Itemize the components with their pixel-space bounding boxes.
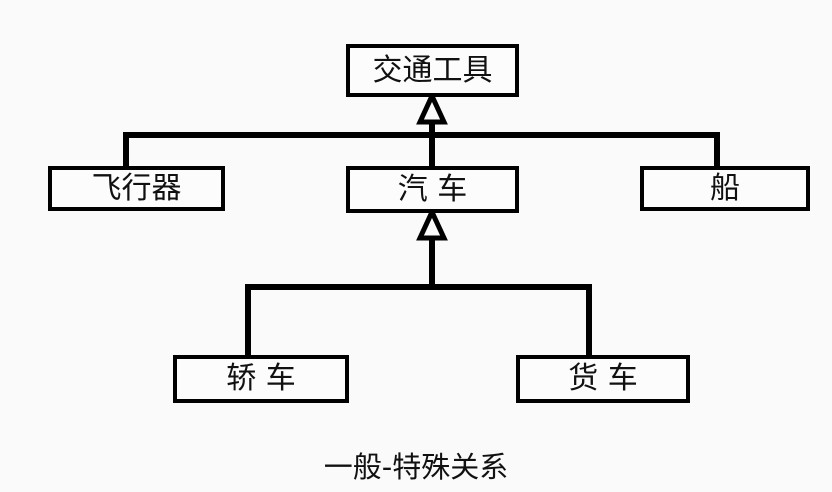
arrowhead-to-automobile (416, 206, 448, 241)
node-ship-label: 船 (710, 170, 740, 206)
node-truck-label: 货 车 (568, 361, 638, 396)
node-vehicle-label: 交通工具 (372, 52, 493, 88)
node-sedan-label: 轿 车 (226, 361, 296, 396)
node-truck[interactable]: 货 车 (516, 355, 690, 403)
node-aircraft[interactable]: 飞行器 (48, 166, 225, 211)
node-automobile-label: 汽 车 (397, 171, 468, 207)
node-aircraft-label: 飞行器 (91, 170, 182, 206)
arrowhead-to-vehicle (416, 90, 448, 125)
node-sedan[interactable]: 轿 车 (173, 355, 349, 403)
node-vehicle[interactable]: 交通工具 (346, 44, 519, 97)
diagram-caption: 一般-特殊关系 (323, 450, 509, 484)
node-automobile[interactable]: 汽 车 (346, 166, 519, 213)
node-ship[interactable]: 船 (640, 166, 810, 211)
